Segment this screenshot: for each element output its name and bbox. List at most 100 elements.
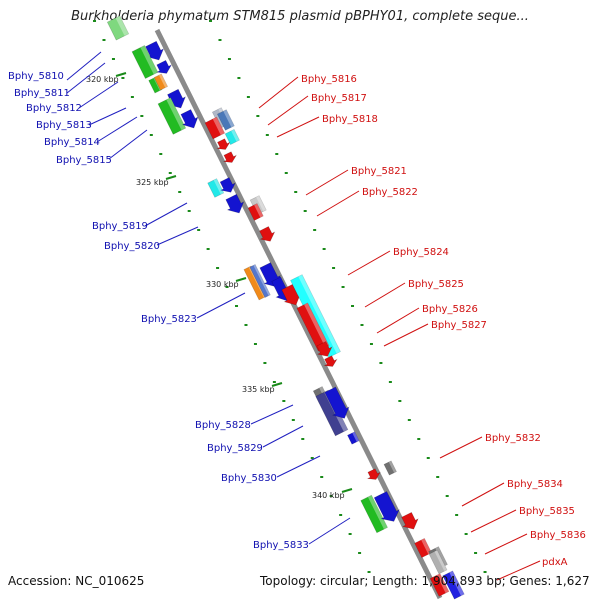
tick-dot <box>253 343 257 345</box>
gene-block <box>131 45 159 79</box>
leader-line <box>262 425 304 448</box>
gene-shine <box>223 109 235 128</box>
scale-label: 325 kbp <box>136 178 169 187</box>
gene-block <box>249 264 271 298</box>
tick-dot <box>265 134 269 136</box>
tick-dot <box>93 20 97 22</box>
leader-line <box>276 116 320 138</box>
tick-dot <box>369 343 373 345</box>
tick-dot <box>246 96 250 98</box>
tick-dot <box>187 210 191 212</box>
gene-shine <box>213 178 224 195</box>
gene-shine <box>158 73 168 88</box>
gene-label-bphy_5835: Bphy_5835 <box>519 506 575 517</box>
tick-dot <box>206 248 210 250</box>
gene-arrow <box>259 226 276 242</box>
scale-label: 320 kbp <box>86 75 119 84</box>
gene-arrow <box>180 109 199 129</box>
gene-feature <box>290 274 341 358</box>
gene-label-bphy_5814: Bphy_5814 <box>44 137 100 148</box>
gene-arrow <box>373 491 400 522</box>
gene-arrow <box>222 151 238 163</box>
gene-feature <box>180 109 199 129</box>
gene-arrow <box>145 40 165 61</box>
tick-dot <box>140 115 144 117</box>
gene-shine <box>231 129 240 142</box>
gene-shine <box>421 538 432 555</box>
tick-dot <box>379 362 383 364</box>
scale-label: 335 kbp <box>242 385 275 394</box>
gene-arrow <box>401 511 419 530</box>
gene-label-bphy_5834: Bphy_5834 <box>507 479 563 490</box>
tick-dot <box>303 210 307 212</box>
leader-line <box>66 51 102 81</box>
tick-dot <box>272 381 276 383</box>
gene-shine <box>352 431 360 442</box>
leader-line <box>496 560 541 581</box>
tick-dot <box>348 533 352 535</box>
tick-dot <box>329 495 333 497</box>
gene-shine <box>254 203 264 218</box>
gene-shine <box>434 550 447 572</box>
gene-feature <box>145 40 165 61</box>
leader-line <box>156 226 199 246</box>
gene-block <box>106 15 130 41</box>
gene-shine <box>253 264 271 296</box>
gene-shine <box>166 97 186 131</box>
tick-dot <box>218 39 222 41</box>
scale-label: 340 kbp <box>312 491 345 500</box>
gene-shine <box>140 45 158 75</box>
gene-shine <box>304 302 330 348</box>
tick-dot <box>445 495 449 497</box>
gene-feature <box>247 203 264 221</box>
tick-dot <box>225 286 229 288</box>
tick-dot <box>455 514 459 516</box>
tick-dot <box>388 381 392 383</box>
gene-arrow <box>324 386 350 419</box>
gene-arrow <box>156 59 173 74</box>
tick-dot <box>341 286 345 288</box>
gene-label-bphy_5830: Bphy_5830 <box>221 473 277 484</box>
scale-label: 330 kbp <box>206 280 239 289</box>
tick-dot <box>263 362 267 364</box>
leader-line <box>484 533 528 555</box>
tick-dot <box>294 191 298 193</box>
gene-shine <box>449 570 465 596</box>
gene-feature <box>216 138 231 150</box>
gene-label-bphy_5824: Bphy_5824 <box>393 247 449 258</box>
leader-line <box>376 307 420 334</box>
gene-feature <box>153 73 169 91</box>
gene-label-bphy_5819: Bphy_5819 <box>92 221 148 232</box>
gene-label-bphy_5828: Bphy_5828 <box>195 420 251 431</box>
leader-line <box>347 250 391 276</box>
tick-dot <box>332 267 336 269</box>
scale-tick <box>115 72 127 77</box>
tick-dot <box>301 438 305 440</box>
gene-block <box>347 431 360 445</box>
gene-feature <box>428 549 448 575</box>
tick-dot <box>209 20 213 22</box>
tick-dot <box>360 324 364 326</box>
gene-block <box>442 570 465 600</box>
scale-tick <box>165 175 177 180</box>
leader-line <box>258 76 299 109</box>
gene-feature <box>157 97 187 135</box>
gene-label-bphy_5818: Bphy_5818 <box>322 114 378 125</box>
tick-dot <box>351 305 355 307</box>
tick-dot <box>284 172 288 174</box>
leader-line <box>305 169 349 196</box>
scale-tick <box>235 277 247 282</box>
backbone-line <box>154 28 443 600</box>
gene-label-bphy_5821: Bphy_5821 <box>351 166 407 177</box>
gene-feature <box>156 59 173 74</box>
gene-feature <box>249 264 271 298</box>
tick-dot <box>216 267 220 269</box>
gene-shine <box>388 460 397 473</box>
accession-text: Accession: NC_010625 <box>8 574 145 588</box>
tick-dot <box>178 191 182 193</box>
gene-shine <box>115 15 129 36</box>
gene-feature <box>222 151 238 163</box>
tick-dot <box>168 172 172 174</box>
scale-ticks: 320 kbp 325 kbp 330 kbp 335 kbp 340 kbp <box>86 20 487 573</box>
